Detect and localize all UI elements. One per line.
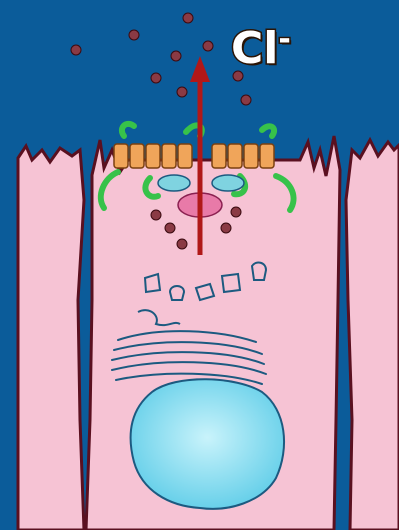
chloride-ion-dot <box>203 41 213 51</box>
chloride-ion-label: Cl- <box>231 18 291 71</box>
channel-segment <box>260 144 274 168</box>
chloride-ion-dot <box>71 45 81 55</box>
chloride-ion-dot <box>177 239 187 249</box>
nucleus <box>131 379 284 509</box>
channel-segment <box>228 144 242 168</box>
chloride-ion-dot <box>241 95 251 105</box>
chloride-ion-dot <box>165 223 175 233</box>
chloride-ion-dot <box>151 210 161 220</box>
channel-segment <box>212 144 226 168</box>
channel-segment <box>130 144 144 168</box>
channel-segment <box>178 144 192 168</box>
ion-symbol: Cl <box>231 23 278 74</box>
chloride-ion-dot <box>129 30 139 40</box>
regulatory-subunit-right <box>212 175 244 191</box>
channel-segment <box>146 144 160 168</box>
chloride-ion-dot <box>221 223 231 233</box>
channel-segment <box>244 144 258 168</box>
chloride-ion-dot <box>177 87 187 97</box>
channel-segment <box>114 144 128 168</box>
chloride-ion-dot <box>171 51 181 61</box>
chloride-ion-dot <box>151 73 161 83</box>
left-neighbor-cell <box>18 146 84 530</box>
chloride-ion-dot <box>183 13 193 23</box>
right-neighbor-cell <box>346 140 399 530</box>
channel-segment <box>162 144 176 168</box>
regulatory-subunit-left <box>158 175 190 191</box>
ion-charge: - <box>278 22 290 57</box>
chloride-ion-dot <box>231 207 241 217</box>
